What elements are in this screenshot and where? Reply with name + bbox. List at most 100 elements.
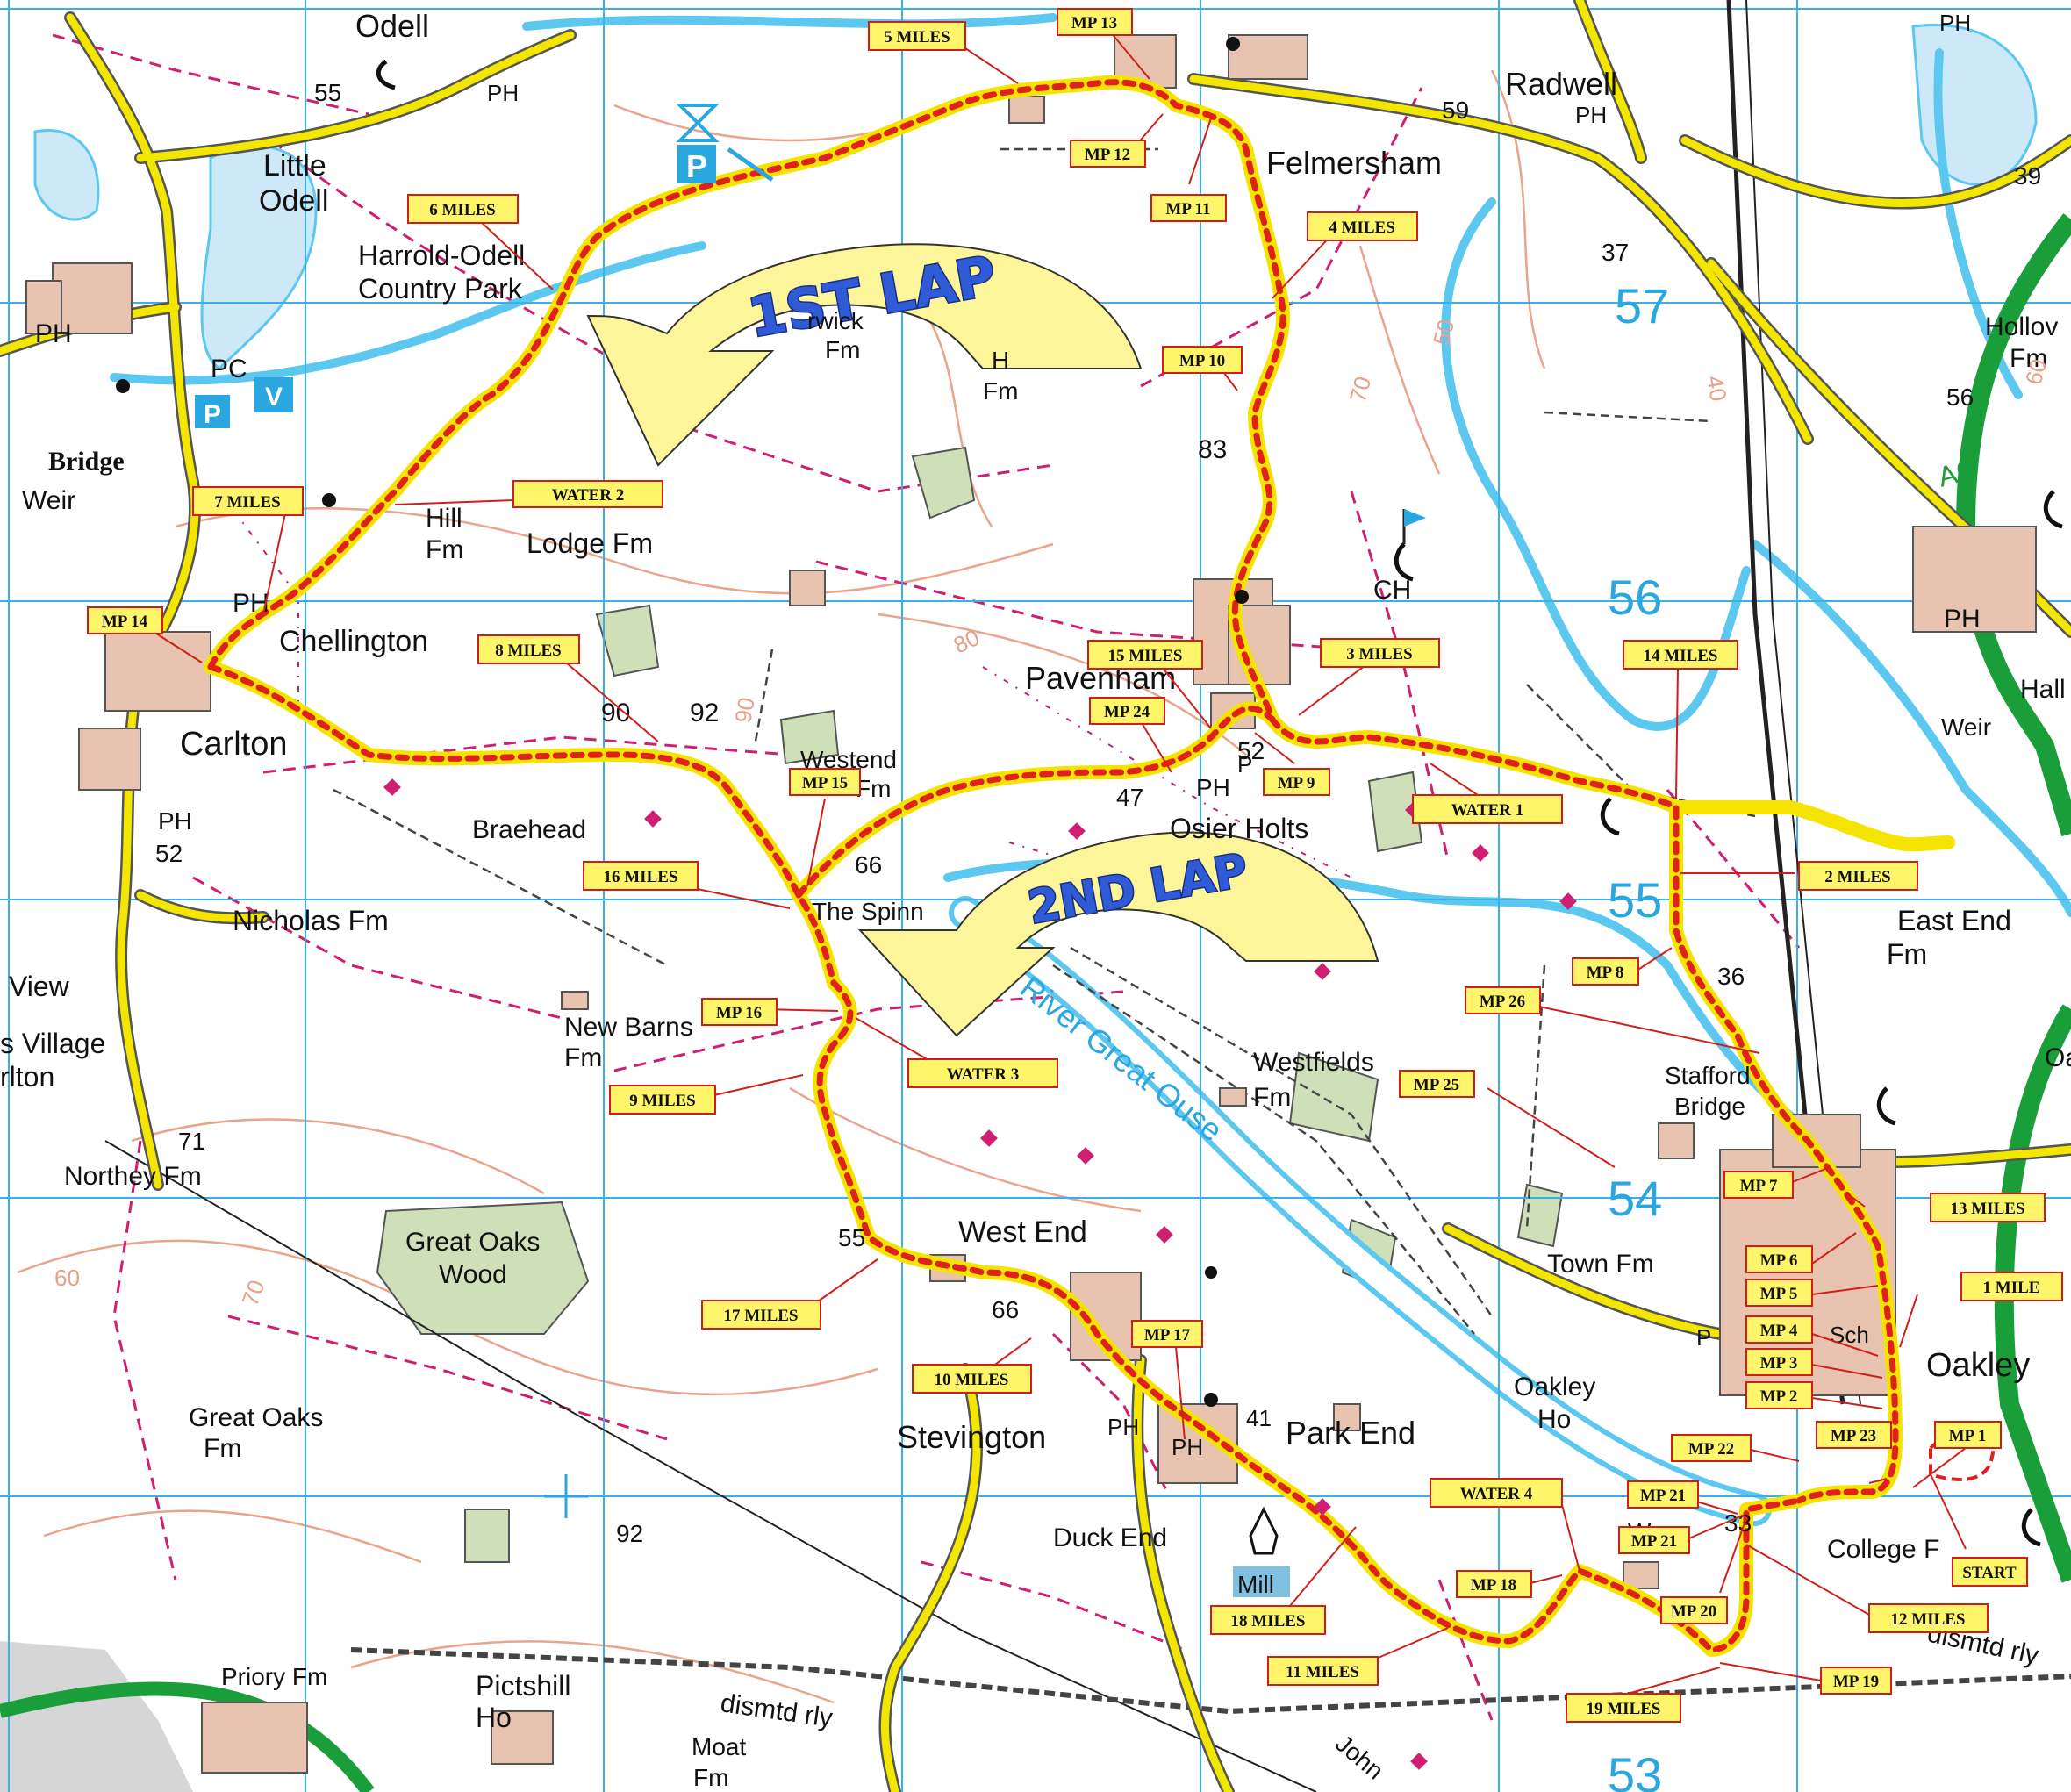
svg-text:MP 6: MP 6	[1760, 1251, 1798, 1270]
spot-height: 52	[155, 840, 183, 867]
svg-text:17 MILES: 17 MILES	[724, 1307, 799, 1325]
marker: MP 13	[1057, 8, 1133, 36]
marker: 14 MILES	[1623, 640, 1738, 670]
svg-text:MP 9: MP 9	[1278, 774, 1315, 792]
marker: WATER 3	[907, 1058, 1058, 1088]
rwick-label-1: rwick	[807, 307, 864, 334]
marker: MP 11	[1150, 194, 1227, 222]
pub-label: PH	[1196, 774, 1230, 801]
pub-label: PH	[158, 807, 192, 835]
harrold-lake	[200, 145, 318, 370]
svg-text:WATER 3: WATER 3	[947, 1065, 1020, 1084]
marker: 16 MILES	[583, 861, 699, 891]
marker: MP 26	[1465, 986, 1541, 1014]
marker: MP 9	[1263, 768, 1330, 796]
sch-label: Sch	[1830, 1322, 1869, 1348]
pub-label: PH	[1575, 102, 1607, 128]
great-oaks-fm-label-2: Fm	[204, 1434, 241, 1463]
svg-text:MP 15: MP 15	[802, 774, 848, 792]
hill-fm-label-1: Hill	[426, 504, 462, 533]
westfields-label-2: Fm	[1253, 1083, 1291, 1112]
weir-right-label: Weir	[1941, 713, 1991, 741]
grid-number: 56	[1608, 570, 1662, 625]
grid-number: 57	[1615, 278, 1669, 333]
marker: MP 21	[1618, 1526, 1690, 1554]
svg-text:WATER 2: WATER 2	[552, 486, 625, 505]
spot-height: 41	[1246, 1405, 1272, 1431]
spot-height: 36	[1717, 963, 1745, 990]
little-odell-label-2: Odell	[259, 184, 328, 218]
great-oaks-wood-label-2: Wood	[439, 1260, 507, 1289]
spot-height: 55	[838, 1224, 865, 1251]
east-end-fm-label-1: East End	[1897, 905, 2011, 936]
hill-fm-label-2: Fm	[426, 535, 463, 564]
weir-left-label: Weir	[22, 486, 75, 515]
wood-patch	[595, 604, 660, 677]
mill-label-box	[1233, 1566, 1290, 1597]
svg-text:10 MILES: 10 MILES	[935, 1371, 1009, 1389]
pub-label: PH	[1939, 10, 1971, 36]
marker: MP 2	[1745, 1381, 1813, 1409]
new-barns-label-2: Fm	[564, 1043, 602, 1072]
spot-height: 37	[1602, 239, 1629, 266]
contour-number: 40	[1702, 374, 1732, 404]
chellington-label: Chellington	[279, 625, 428, 658]
svg-text:MP 12: MP 12	[1085, 146, 1130, 164]
town-fm-label: Town Fm	[1547, 1250, 1654, 1279]
pub-label: PH	[35, 319, 72, 348]
marker: 19 MILES	[1566, 1693, 1681, 1723]
marker: MP 14	[87, 606, 163, 634]
svg-text:MP 22: MP 22	[1688, 1440, 1734, 1459]
marker: 10 MILES	[912, 1364, 1032, 1394]
great-oaks-wood	[376, 1201, 590, 1335]
marker: MP 15	[789, 768, 861, 796]
h-fm-label-1: H	[992, 347, 1009, 374]
buildings	[25, 34, 2037, 1774]
northey-fm-label: Northey Fm	[64, 1162, 202, 1191]
spot-height: 47	[1116, 784, 1143, 811]
contour-numbers: 50 70 80 60 70 40 60 90	[54, 317, 2052, 1309]
svg-text:MP 5: MP 5	[1760, 1285, 1798, 1303]
svg-text:16 MILES: 16 MILES	[604, 868, 678, 886]
svg-text:9 MILES: 9 MILES	[629, 1092, 696, 1110]
moat-label-1: Moat	[692, 1733, 746, 1760]
pictshill-label-2: Ho	[476, 1702, 512, 1733]
marker: MP 7	[1723, 1171, 1794, 1199]
marker: MP 16	[701, 998, 778, 1026]
church-icons	[116, 37, 1249, 1407]
pc-label: PC	[211, 355, 247, 383]
carlton-label: Carlton	[180, 726, 288, 763]
pub-label: PH	[1944, 605, 1981, 634]
great-oaks-wood-label-1: Great Oaks	[405, 1228, 540, 1257]
rwick-label-2: Fm	[825, 336, 860, 363]
parking-visitor-icons: P V	[195, 377, 293, 429]
spot-height: 59	[1442, 97, 1469, 124]
svg-text:6 MILES: 6 MILES	[429, 201, 496, 219]
pub-label: PH	[1107, 1414, 1139, 1440]
marker: 15 MILES	[1087, 640, 1203, 670]
svg-text:MP 23: MP 23	[1831, 1427, 1876, 1445]
picnic-site-icon	[676, 104, 720, 142]
svg-text:MP 25: MP 25	[1414, 1076, 1459, 1094]
rlton-label: rlton	[0, 1061, 54, 1093]
svg-text:MP 18: MP 18	[1471, 1576, 1516, 1595]
contour-number: 60	[54, 1265, 80, 1291]
marker: WATER 4	[1430, 1478, 1563, 1508]
oakley-ho-label-1: Oakley	[1514, 1373, 1595, 1401]
svg-text:13 MILES: 13 MILES	[1951, 1200, 2025, 1218]
svg-text:19 MILES: 19 MILES	[1587, 1700, 1661, 1718]
ch-label: CH	[1373, 576, 1411, 605]
marker: MP 24	[1089, 697, 1165, 725]
main-road-south	[0, 1681, 375, 1792]
pub-labels: PH PH PH PH PH PH PH PH PH P PH P	[35, 10, 1981, 1460]
s-village-label: s Village	[0, 1028, 105, 1059]
great-oaks-fm-label-1: Great Oaks	[189, 1403, 323, 1432]
svg-text:MP 1: MP 1	[1949, 1427, 1987, 1445]
marker: MP 1	[1934, 1421, 2002, 1449]
svg-text:4 MILES: 4 MILES	[1329, 219, 1395, 237]
svg-text:MP 3: MP 3	[1760, 1354, 1798, 1373]
west-end-label: West End	[958, 1215, 1087, 1249]
westend-fm-label-2: Fm	[856, 775, 891, 802]
wood-patch	[779, 709, 840, 765]
oakley-label: Oakley	[1926, 1347, 2030, 1384]
